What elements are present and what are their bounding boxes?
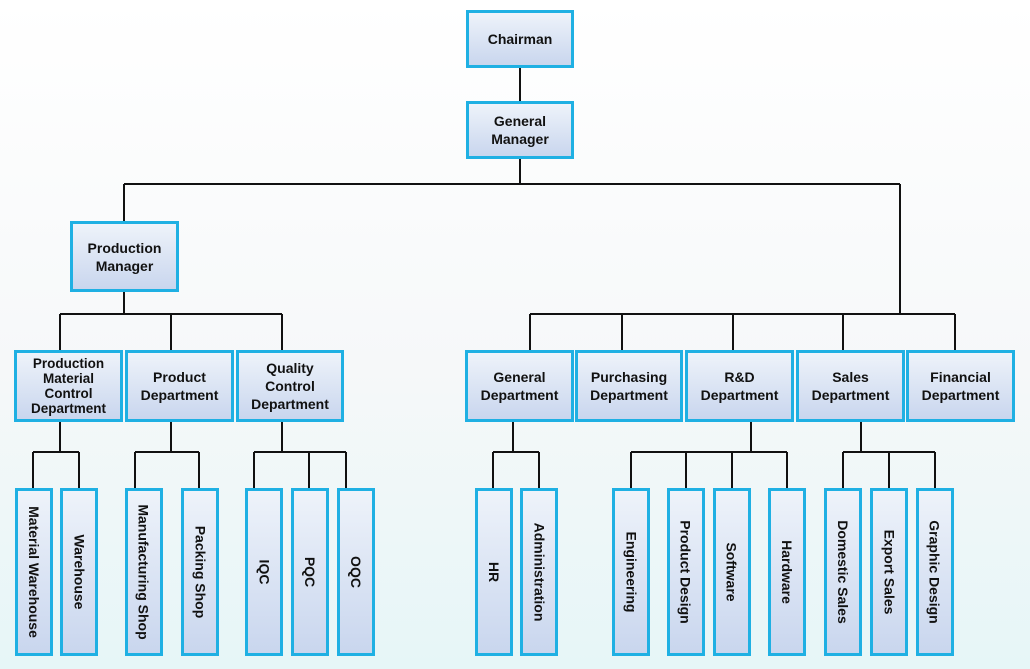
- packing-shop-label: Packing Shop: [192, 525, 209, 619]
- iqc-box: IQC: [245, 488, 283, 656]
- product-department-label: Product Department: [140, 369, 219, 403]
- general-department-box: General Department: [465, 350, 574, 422]
- material-warehouse-box: Material Warehouse: [15, 488, 53, 656]
- sales-department-label: Sales Department: [811, 369, 890, 403]
- material-warehouse-label: Material Warehouse: [26, 506, 42, 638]
- hardware-box: Hardware: [768, 488, 806, 656]
- general-manager-label: General Manager: [491, 113, 549, 147]
- graphic-design-box: Graphic Design: [916, 488, 954, 656]
- oqc-label: OQC: [347, 556, 364, 588]
- purchasing-department-box: Purchasing Department: [575, 350, 683, 422]
- chairman-label: Chairman: [487, 31, 553, 47]
- warehouse-box: Warehouse: [60, 488, 98, 656]
- general-department-label: General Department: [480, 369, 559, 403]
- oqc-box: OQC: [337, 488, 375, 656]
- domestic-sales-box: Domestic Sales: [824, 488, 862, 656]
- product-design-label: Product Design: [678, 520, 694, 624]
- manufacturing-shop-box: Manufacturing Shop: [125, 488, 163, 656]
- software-box: Software: [713, 488, 751, 656]
- general-manager-box: General Manager: [466, 101, 574, 159]
- pqc-label: PQC: [302, 556, 318, 588]
- product-design-box: Product Design: [667, 488, 705, 656]
- warehouse-label: Warehouse: [71, 534, 88, 610]
- graphic-design-label: Graphic Design: [927, 520, 943, 624]
- export-sales-box: Export Sales: [870, 488, 908, 656]
- administration-label: Administration: [531, 522, 547, 622]
- domestic-sales-label: Domestic Sales: [835, 520, 851, 624]
- export-sales-label: Export Sales: [881, 529, 898, 615]
- quality-control-department-label: Quality Control Department: [251, 360, 329, 412]
- product-department-box: Product Department: [125, 350, 234, 422]
- purchasing-department-label: Purchasing Department: [590, 369, 668, 403]
- pqc-box: PQC: [291, 488, 329, 656]
- hardware-label: Hardware: [779, 540, 795, 604]
- packing-shop-box: Packing Shop: [181, 488, 219, 656]
- rd-department-box: R&D Department: [685, 350, 794, 422]
- pmc-department-box: Production Material Control Department: [14, 350, 123, 422]
- sales-department-box: Sales Department: [796, 350, 905, 422]
- iqc-label: IQC: [255, 559, 272, 585]
- administration-box: Administration: [520, 488, 558, 656]
- production-manager-box: Production Manager: [70, 221, 179, 292]
- hr-box: HR: [475, 488, 513, 656]
- production-manager-label: Production Manager: [87, 239, 162, 274]
- rd-department-label: R&D Department: [700, 369, 779, 403]
- chairman-box: Chairman: [466, 10, 574, 68]
- financial-department-label: Financial Department: [921, 369, 1000, 403]
- hr-label: HR: [485, 561, 502, 583]
- manufacturing-shop-label: Manufacturing Shop: [136, 504, 153, 640]
- engineering-box: Engineering: [612, 488, 650, 656]
- software-label: Software: [724, 542, 740, 602]
- engineering-label: Engineering: [623, 531, 639, 613]
- financial-department-box: Financial Department: [906, 350, 1015, 422]
- quality-control-department-box: Quality Control Department: [236, 350, 344, 422]
- pmc-department-label: Production Material Control Department: [30, 356, 106, 416]
